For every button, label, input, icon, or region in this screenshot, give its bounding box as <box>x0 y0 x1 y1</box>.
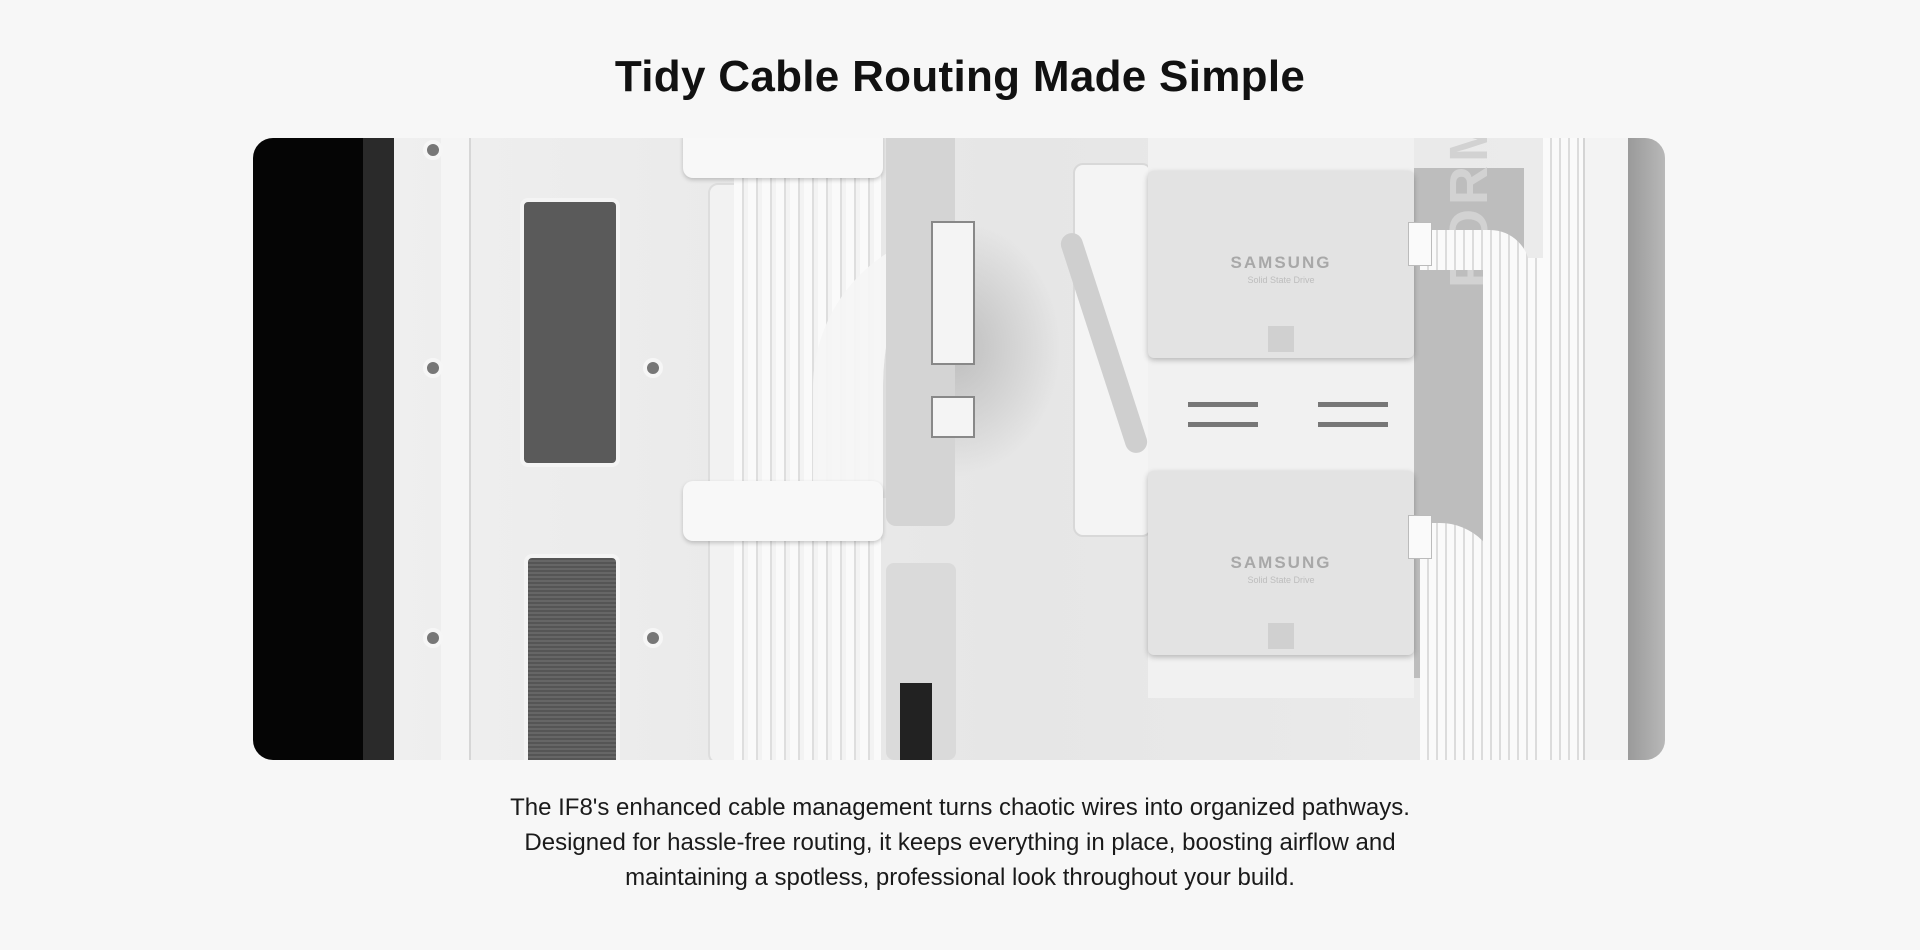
cable-routing-photo: FORMD SAMSUNG Solid State Drive SAMSUNG … <box>253 138 1665 760</box>
cable-strap-top <box>683 138 883 178</box>
ssd-label <box>1268 623 1294 649</box>
screw-hole <box>643 628 663 648</box>
ssd-drive-bottom: SAMSUNG Solid State Drive <box>1148 471 1414 655</box>
atx-24pin-connector <box>931 221 975 365</box>
usb-connector <box>931 396 975 438</box>
screw-hole <box>643 358 663 378</box>
sata-cable-bottom <box>1420 523 1500 760</box>
screw-hole <box>423 140 443 160</box>
screw-hole <box>423 628 443 648</box>
description-line: maintaining a spotless, professional loo… <box>625 864 1295 891</box>
case-frame-edge <box>363 138 394 760</box>
sata-plug <box>1408 222 1432 266</box>
cutout-vent-upper <box>520 198 620 467</box>
ssd-subtitle: Solid State Drive <box>1247 575 1315 585</box>
case-background <box>1628 138 1665 760</box>
section-title: Tidy Cable Routing Made Simple <box>614 52 1306 101</box>
description-line: Designed for hassle-free routing, it kee… <box>524 829 1396 856</box>
cutout-vent-lower <box>524 554 620 760</box>
ssd-drive-top: SAMSUNG Solid State Drive <box>1148 171 1414 358</box>
ssd-subtitle: Solid State Drive <box>1247 275 1315 285</box>
cable-strap-middle <box>683 481 883 541</box>
panel-rail <box>441 138 471 760</box>
tray-slots <box>1188 393 1388 433</box>
ssd-brand: SAMSUNG <box>1230 253 1332 272</box>
section-description: The IF8's enhanced cable management turn… <box>0 790 1920 895</box>
ssd-label <box>1268 326 1294 352</box>
sata-plug <box>1408 515 1432 559</box>
cable-run-right <box>1543 138 1583 760</box>
case-right-frame <box>1583 138 1628 760</box>
screw-hole <box>423 358 443 378</box>
description-line: The IF8's enhanced cable management turn… <box>510 794 1410 821</box>
pin-header <box>900 683 932 760</box>
ssd-brand: SAMSUNG <box>1230 553 1332 572</box>
case-side-glass <box>253 138 363 760</box>
